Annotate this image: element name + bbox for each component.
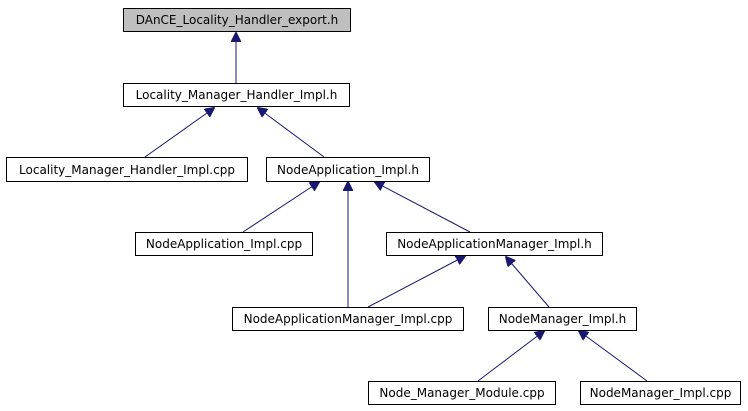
node-locality-manager-handler-impl-cpp[interactable]: Locality_Manager_Handler_Impl.cpp <box>6 157 248 182</box>
node-nodeapplication-impl-cpp[interactable]: NodeApplication_Impl.cpp <box>135 232 313 256</box>
node-nodeapplication-impl-h[interactable]: NodeApplication_Impl.h <box>266 157 430 182</box>
node-nodeapplicationmanager-impl-cpp[interactable]: NodeApplicationManager_Impl.cpp <box>232 307 464 331</box>
node-dance-locality-handler-export[interactable]: DAnCE_Locality_Handler_export.h <box>123 8 351 32</box>
edge-node-manager-module-cpp-to-nodemanager-impl-h <box>477 331 544 382</box>
edge-nodeapplication-impl-h-to-locality-manager-handler-impl-h <box>258 108 325 158</box>
edge-locality-manager-handler-impl-cpp-to-locality-manager-handler-impl-h <box>144 108 214 158</box>
node-nodemanager-impl-h[interactable]: NodeManager_Impl.h <box>488 307 637 331</box>
node-nodemanager-impl-cpp[interactable]: NodeManager_Impl.cpp <box>580 381 741 405</box>
node-nodeapplicationmanager-impl-h[interactable]: NodeApplicationManager_Impl.h <box>386 232 603 256</box>
edge-nodeapplication-impl-cpp-to-nodeapplication-impl-h <box>242 182 319 233</box>
edge-nodeapplicationmanager-impl-h-to-nodeapplication-impl-h <box>375 182 471 233</box>
edge-nodemanager-impl-cpp-to-nodemanager-impl-h <box>579 331 648 382</box>
edge-nodeapplicationmanager-impl-cpp-to-nodeapplicationmanager-impl-h <box>367 256 465 308</box>
edge-nodemanager-impl-h-to-nodeapplicationmanager-impl-h <box>506 257 550 308</box>
node-locality-manager-handler-impl-h[interactable]: Locality_Manager_Handler_Impl.h <box>123 83 350 107</box>
node-node-manager-module-cpp[interactable]: Node_Manager_Module.cpp <box>368 381 556 405</box>
